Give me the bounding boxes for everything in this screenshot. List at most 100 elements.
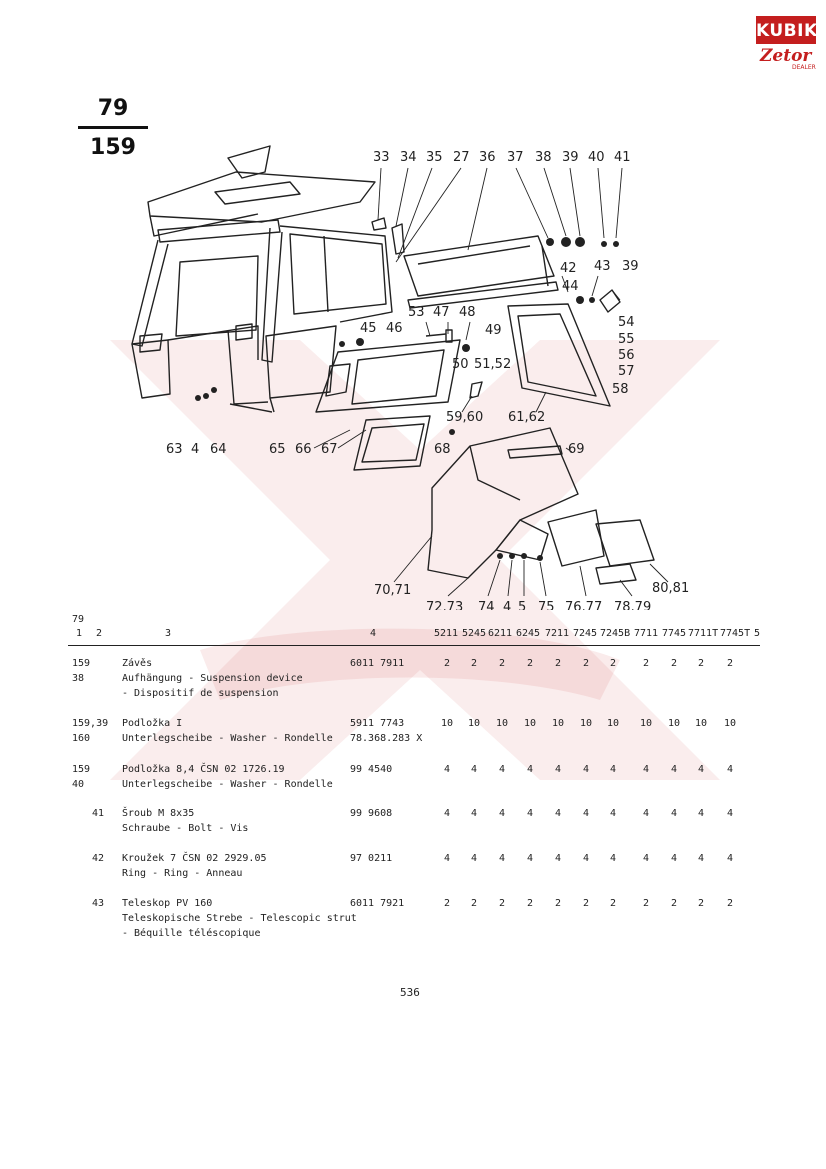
callout: 67 bbox=[321, 442, 338, 457]
qty-cell: 4 bbox=[582, 808, 590, 819]
part-number-line: 99 4540 bbox=[350, 764, 393, 775]
table-group-label: 79 bbox=[72, 614, 85, 625]
part-number: 97 0211 bbox=[350, 851, 430, 866]
callout: 65 bbox=[269, 442, 286, 457]
description-line: Schraube - Bolt - Vis bbox=[122, 823, 249, 834]
qty-cell: 4 bbox=[697, 808, 705, 819]
callout: 78,79 bbox=[614, 600, 651, 610]
column-header: 1 bbox=[76, 628, 83, 639]
qty-cell: 4 bbox=[726, 808, 734, 819]
qty-cell: 2 bbox=[609, 658, 617, 669]
part-number-line: 99 9608 bbox=[350, 808, 393, 819]
callout: 45 bbox=[360, 321, 377, 336]
part-number-line: 97 0211 bbox=[350, 853, 393, 864]
column-header: 7745T bbox=[720, 628, 751, 639]
callout: 4 bbox=[191, 442, 199, 457]
description-line: Podložka 8,4 ČSN 02 1726.19 bbox=[122, 764, 285, 775]
qty-cell: 4 bbox=[670, 764, 678, 775]
callout: 41 bbox=[614, 150, 631, 165]
column-header: 7245 bbox=[573, 628, 598, 639]
description-line: Podložka I bbox=[122, 718, 183, 729]
column-header: 7745 bbox=[662, 628, 687, 639]
qty-cell: 4 bbox=[726, 853, 734, 864]
qty-cell: 4 bbox=[609, 808, 617, 819]
qty-cell: 10 bbox=[440, 718, 454, 729]
callout: 49 bbox=[485, 323, 502, 338]
qty-cell: 4 bbox=[642, 808, 650, 819]
callout: 53 bbox=[408, 305, 425, 320]
column-header: 5 bbox=[754, 628, 761, 639]
qty-cell: 2 bbox=[498, 898, 506, 909]
qty-cell: 2 bbox=[670, 658, 678, 669]
row-description: Teleskop PV 160 Teleskopische Strebe - T… bbox=[122, 896, 357, 941]
callout: 50 bbox=[452, 357, 469, 372]
qty-cell: 4 bbox=[697, 853, 705, 864]
brand-logo-subtext: DEALER bbox=[792, 64, 816, 71]
description-line: - Béquille téléscopique bbox=[122, 928, 261, 939]
callout: 54 bbox=[618, 315, 635, 330]
callout: 72,73 bbox=[426, 600, 463, 610]
row-ref-line: 42 bbox=[92, 853, 105, 864]
diagram-callouts: 33 34 35 27 36 37 38 39 40 41 42 43 39 4… bbox=[166, 150, 689, 610]
callout: 27 bbox=[453, 150, 470, 165]
callout: 34 bbox=[400, 150, 417, 165]
qty-cell: 4 bbox=[470, 853, 478, 864]
row-ref-line: 43 bbox=[92, 898, 105, 909]
page-fraction: 79 159 bbox=[78, 96, 148, 160]
row-ref: 159 38 bbox=[72, 656, 108, 686]
column-header: 7711 bbox=[634, 628, 659, 639]
qty-cell: 2 bbox=[554, 658, 562, 669]
qty-cell: 4 bbox=[498, 853, 506, 864]
row-ref: 43 bbox=[92, 896, 128, 911]
description-line: - Dispositif de suspension bbox=[122, 688, 279, 699]
column-header: 7211 bbox=[545, 628, 570, 639]
page-fraction-numerator: 79 bbox=[97, 96, 129, 121]
callout: 61,62 bbox=[508, 410, 545, 425]
description-line: Ring - Ring - Anneau bbox=[122, 868, 243, 879]
row-ref: 42 bbox=[92, 851, 128, 866]
callout: 57 bbox=[618, 364, 635, 379]
callout: 80,81 bbox=[652, 581, 689, 596]
qty-cell: 4 bbox=[582, 764, 590, 775]
row-description: Podložka 8,4 ČSN 02 1726.19 Unterlegsche… bbox=[122, 762, 352, 792]
qty-cell: 2 bbox=[726, 658, 734, 669]
page-fraction-rule bbox=[78, 126, 148, 129]
qty-cell: 4 bbox=[498, 764, 506, 775]
qty-cell: 2 bbox=[470, 658, 478, 669]
qty-cell: 10 bbox=[606, 718, 620, 729]
part-number-line: 6011 7921 bbox=[350, 898, 405, 909]
qty-cell: 4 bbox=[443, 808, 451, 819]
callout: 39 bbox=[622, 259, 639, 274]
column-header: 3 bbox=[165, 628, 172, 639]
description-line: Teleskop PV 160 bbox=[122, 898, 213, 909]
description-line: Teleskopische Strebe - Telescopic strut bbox=[122, 913, 357, 924]
callout: 46 bbox=[386, 321, 403, 336]
callout: 38 bbox=[535, 150, 552, 165]
callout: 43 bbox=[594, 259, 611, 274]
row-ref: 159 40 bbox=[72, 762, 108, 792]
brand-logo: KUBIK Zetor DEALER bbox=[756, 16, 817, 72]
qty-cell: 4 bbox=[554, 764, 562, 775]
qty-cell: 2 bbox=[609, 898, 617, 909]
qty-cell: 2 bbox=[642, 898, 650, 909]
column-header: 7711T bbox=[688, 628, 719, 639]
row-description: Kroužek 7 ČSN 02 2929.05 Ring - Ring - A… bbox=[122, 851, 352, 881]
qty-cell: 10 bbox=[639, 718, 653, 729]
qty-cell: 2 bbox=[526, 898, 534, 909]
row-ref: 159,39 160 bbox=[72, 716, 108, 746]
qty-cell: 10 bbox=[667, 718, 681, 729]
row-ref-line: 159 38 bbox=[72, 658, 91, 684]
qty-cell: 4 bbox=[443, 764, 451, 775]
callout: 36 bbox=[479, 150, 496, 165]
qty-cell: 10 bbox=[551, 718, 565, 729]
qty-cell: 10 bbox=[694, 718, 708, 729]
qty-cell: 4 bbox=[582, 853, 590, 864]
qty-cell: 2 bbox=[443, 898, 451, 909]
qty-cell: 4 bbox=[609, 764, 617, 775]
description-line: Aufhängung - Suspension device bbox=[122, 673, 303, 684]
callout: 55 bbox=[618, 332, 635, 347]
description-line: Unterlegscheibe - Washer - Rondelle bbox=[122, 779, 333, 790]
callout: 70,71 bbox=[374, 583, 411, 598]
column-header: 6245 bbox=[516, 628, 541, 639]
column-header: 5211 bbox=[434, 628, 459, 639]
